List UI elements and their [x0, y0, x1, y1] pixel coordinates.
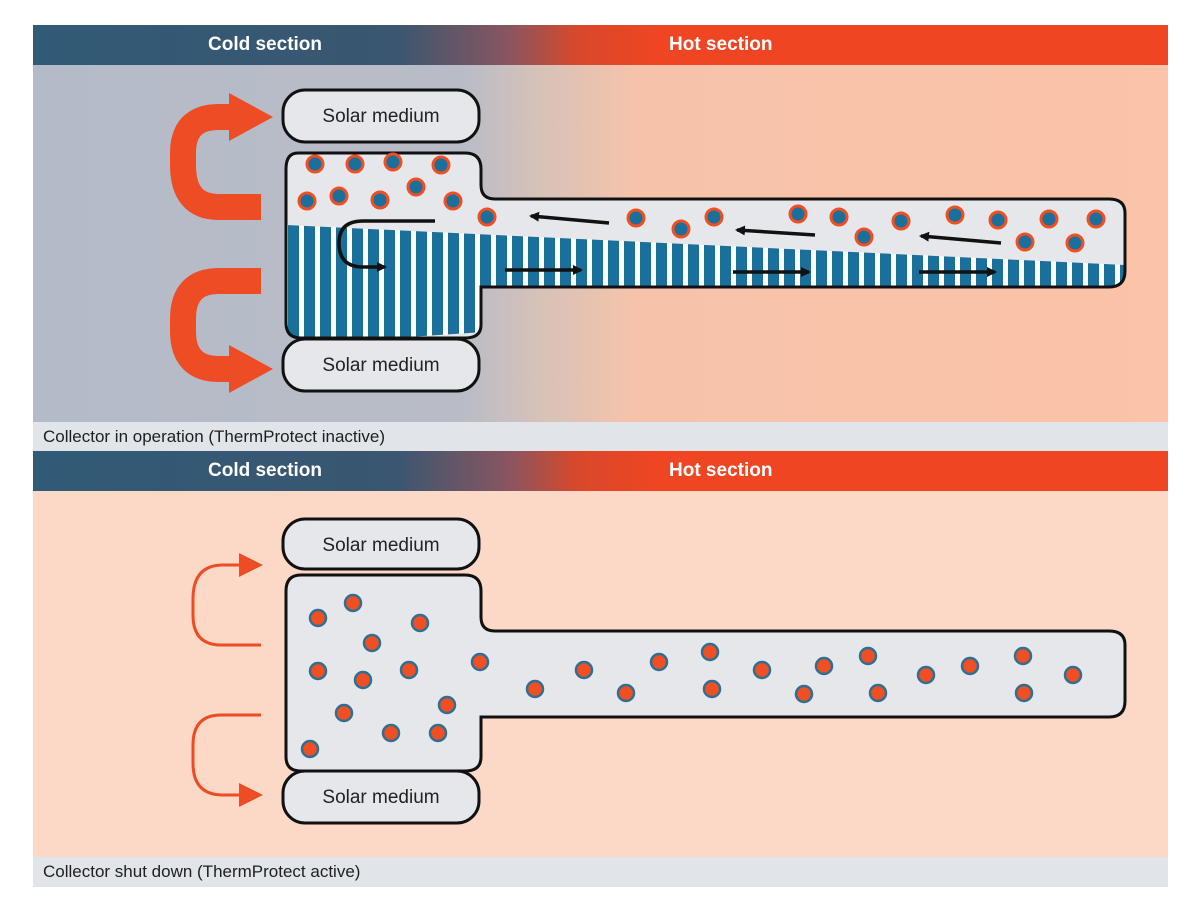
cold-section-label: Cold section	[208, 460, 323, 481]
return-flow-arrows	[191, 563, 261, 797]
caption-text: Collector shut down (ThermProtect active…	[43, 862, 361, 881]
arrowhead-icon	[239, 553, 263, 577]
solar-medium-label: Solar medium	[322, 355, 439, 376]
internal-flow-arrows	[337, 211, 1002, 277]
solar-medium-top: Solar medium	[281, 517, 481, 571]
cold-section-label: Cold section	[208, 34, 323, 55]
arrowhead-icon	[229, 345, 273, 393]
return-flow-arrows	[170, 93, 273, 393]
arrowheads	[239, 553, 263, 807]
arrowhead-icon	[229, 93, 273, 141]
section-header: Cold section Hot section	[33, 451, 1168, 491]
solar-medium-label: Solar medium	[322, 106, 439, 127]
gas-particles	[300, 593, 1083, 759]
hot-section-label: Hot section	[669, 34, 773, 55]
panel-in-operation: Cold section Hot section Collector in op…	[33, 25, 1168, 452]
panel-shut-down: Cold section Hot section Collector shut …	[33, 451, 1168, 888]
caption-bar: Collector shut down (ThermProtect active…	[33, 857, 1168, 887]
curved-arrow-icon	[191, 713, 261, 797]
caption-text: Collector in operation (ThermProtect ina…	[43, 427, 386, 446]
solar-medium-bottom: Solar medium	[281, 337, 481, 393]
hot-section-label: Hot section	[669, 460, 773, 481]
heat-pipe-diagram-operating: Solar medium Solar medium	[170, 88, 1127, 393]
section-header: Cold section Hot section	[33, 25, 1168, 65]
heat-pipe	[284, 573, 1127, 773]
solar-medium-label: Solar medium	[322, 787, 439, 808]
curved-arrow-icon	[170, 104, 261, 220]
solar-medium-bottom: Solar medium	[281, 769, 481, 825]
curved-arrow-icon	[191, 563, 261, 647]
vapor-particles	[297, 152, 1106, 253]
solar-medium-label: Solar medium	[322, 535, 439, 556]
solar-medium-top: Solar medium	[281, 88, 481, 144]
caption-bar: Collector in operation (ThermProtect ina…	[33, 422, 1168, 452]
heat-pipe-diagram-shutdown: Solar medium Solar medium	[191, 517, 1127, 825]
curved-arrow-icon	[170, 268, 261, 382]
arrowhead-icon	[239, 783, 263, 807]
